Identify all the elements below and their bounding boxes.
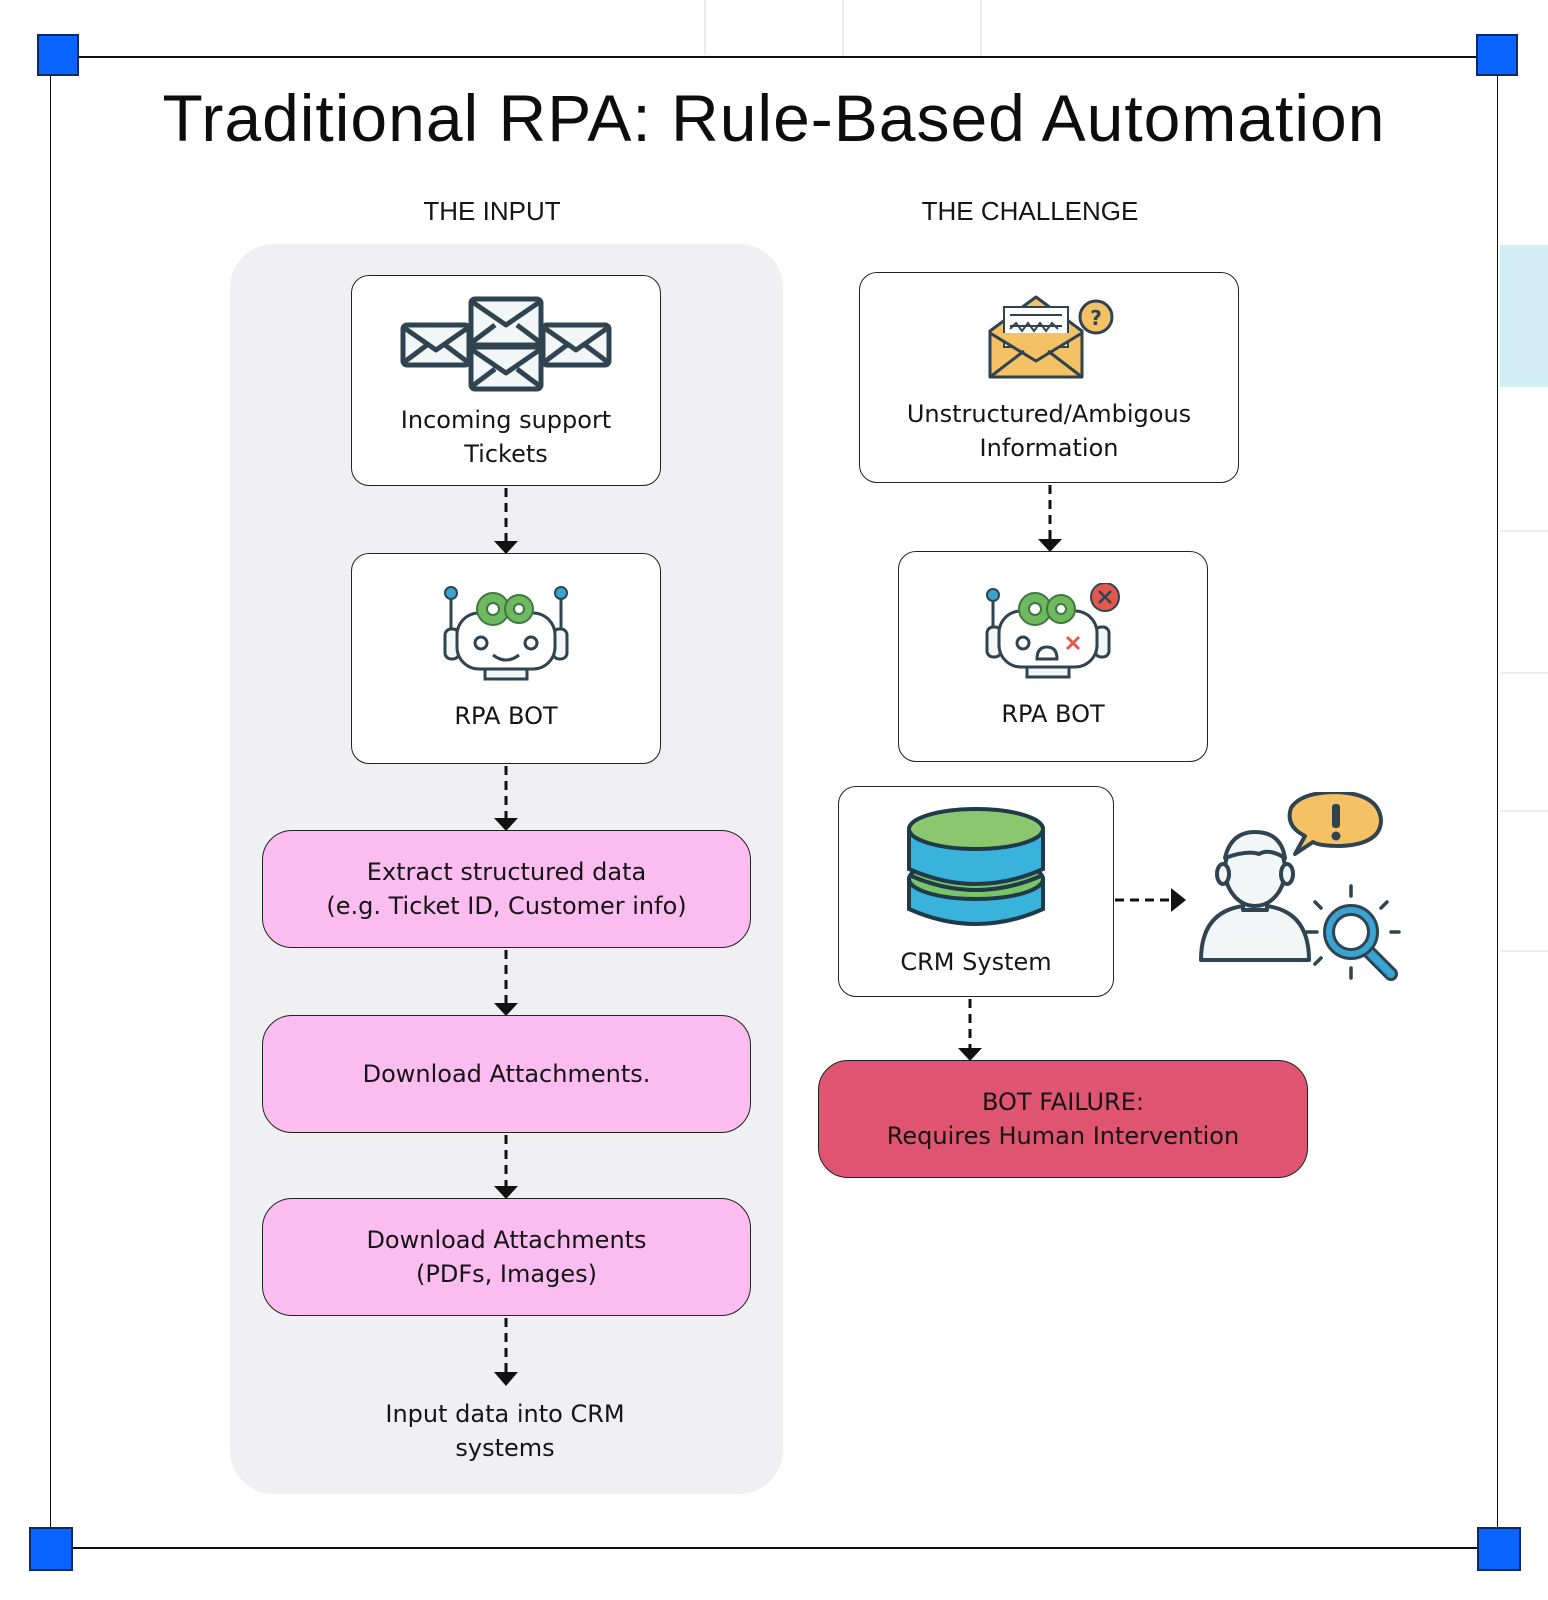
- arrowhead: [1171, 888, 1186, 912]
- node-rpa-bot[interactable]: RPA BOT: [351, 553, 661, 764]
- background-line: [842, 0, 844, 55]
- diagram-title: Traditional RPA: Rule-Based Automation: [162, 81, 1386, 155]
- node-bot-failure[interactable]: BOT FAILURE: Requires Human Intervention: [818, 1060, 1308, 1178]
- node-label: Download Attachments (PDFs, Images): [366, 1226, 647, 1288]
- node-extract-data[interactable]: Extract structured data (e.g. Ticket ID,…: [262, 830, 751, 948]
- resize-handle-bottom-left[interactable]: [29, 1527, 73, 1571]
- happy-robot-icon: [443, 585, 569, 680]
- column-header-challenge: THE CHALLENGE: [921, 196, 1139, 226]
- arrowhead: [1038, 539, 1062, 552]
- arrowhead: [494, 1003, 518, 1016]
- node-crm-system[interactable]: CRM System: [838, 786, 1114, 997]
- database-icon: [907, 806, 1045, 926]
- node-label: RPA BOT: [1001, 699, 1105, 728]
- node-label: CRM System: [900, 947, 1052, 976]
- background-line: [1500, 950, 1548, 952]
- resize-handle-top-right[interactable]: [1476, 34, 1518, 76]
- node-download-attachments[interactable]: Download Attachments.: [262, 1015, 751, 1133]
- node-label: Unstructured/Ambigous Information: [906, 399, 1192, 462]
- arrowhead: [494, 1186, 518, 1199]
- node-label: RPA BOT: [454, 701, 558, 730]
- resize-handle-bottom-right[interactable]: [1477, 1527, 1521, 1571]
- arrowhead: [494, 818, 518, 831]
- node-label: Extract structured data (e.g. Ticket ID,…: [326, 858, 687, 920]
- envelopes-icon: [400, 296, 612, 391]
- confusing-email-icon: ?: [988, 295, 1114, 378]
- node-label: Incoming support Tickets: [400, 405, 612, 468]
- background-line: [980, 0, 982, 55]
- arrowhead: [958, 1048, 982, 1061]
- node-label: Download Attachments.: [362, 1060, 651, 1088]
- node-incoming-tickets[interactable]: Incoming support Tickets: [351, 275, 661, 486]
- broken-robot-icon: [985, 582, 1120, 678]
- node-unstructured-info[interactable]: ? Unstructured/Ambigous Information: [859, 272, 1239, 483]
- human-investigator-icon: [1199, 792, 1401, 981]
- arrowhead: [494, 1372, 518, 1386]
- selection-frame[interactable]: [50, 56, 1498, 1549]
- background-panel: [1500, 245, 1548, 387]
- background-line: [704, 0, 706, 55]
- background-line: [1500, 672, 1548, 674]
- node-rpa-bot-failed[interactable]: RPA BOT: [898, 551, 1208, 762]
- svg-text:?: ?: [1090, 306, 1102, 330]
- node-download-attachments-types[interactable]: Download Attachments (PDFs, Images): [262, 1198, 751, 1316]
- node-label: BOT FAILURE: Requires Human Intervention: [886, 1088, 1240, 1150]
- node-input-crm: Input data into CRM systems: [385, 1400, 625, 1462]
- background-line: [1500, 530, 1548, 532]
- resize-handle-top-left[interactable]: [37, 34, 79, 76]
- column-header-input: THE INPUT: [423, 196, 561, 226]
- arrowhead: [494, 541, 518, 554]
- background-line: [1500, 810, 1548, 812]
